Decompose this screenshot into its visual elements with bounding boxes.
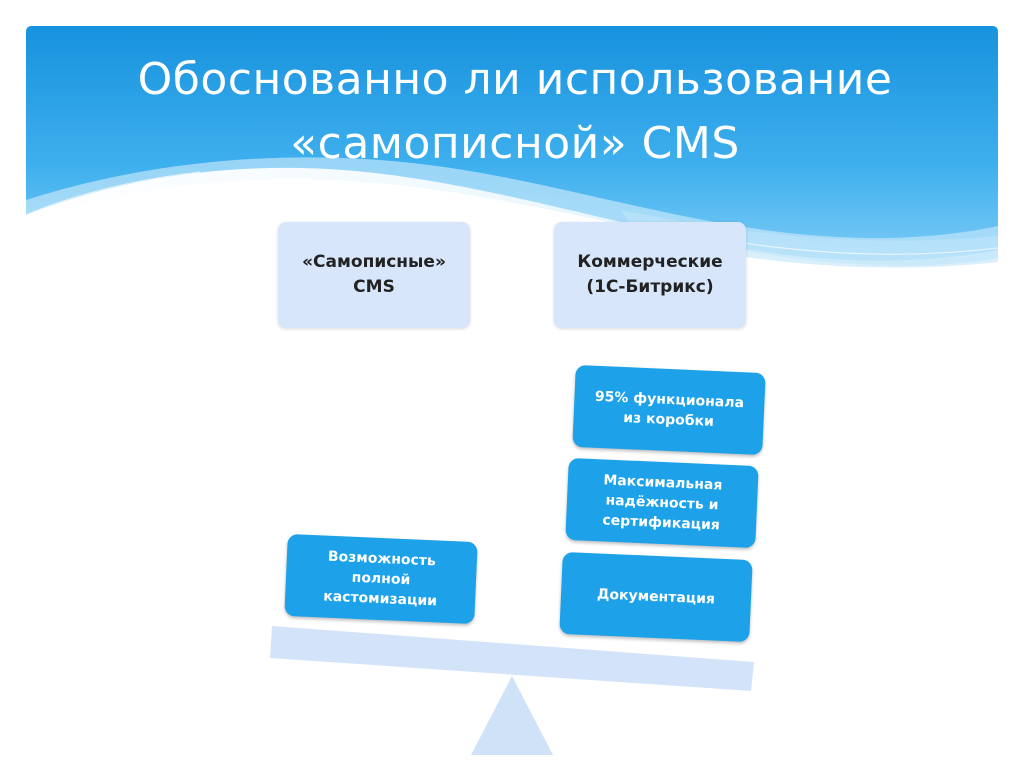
slide-title: Обоснованно ли использование «самописной… (60, 48, 970, 176)
right-pan-item-reliability: Максимальная надёжность и сертификация (565, 457, 759, 549)
slide-title-line-1: Обоснованно ли использование (137, 54, 893, 105)
slide-title-line-2: «самописной» CMS (290, 118, 740, 169)
right-column-header-line-2: (1С-Битрикс) (586, 277, 714, 297)
right-pan-item-3-line-1: Документация (596, 586, 716, 608)
left-pan-item-line-3: кастомизации (322, 588, 438, 610)
scale-fulcrum (471, 676, 553, 755)
left-pan-item: Возможность полной кастомизации (284, 533, 478, 625)
left-column-header-line-2: CMS (353, 277, 395, 297)
right-pan-item-2-line-3: сертификация (602, 512, 721, 534)
right-pan-item-functionality: 95% функционала из коробки (572, 364, 766, 456)
right-column-header: Коммерческие (1С-Битрикс) (554, 222, 746, 328)
right-pan-item-documentation: Документация (559, 551, 753, 643)
right-column-header-line-1: Коммерческие (577, 252, 723, 272)
scale-beam (270, 626, 754, 691)
left-column-header-line-1: «Самописные» (302, 252, 446, 272)
left-column-header: «Самописные» CMS (278, 222, 470, 328)
